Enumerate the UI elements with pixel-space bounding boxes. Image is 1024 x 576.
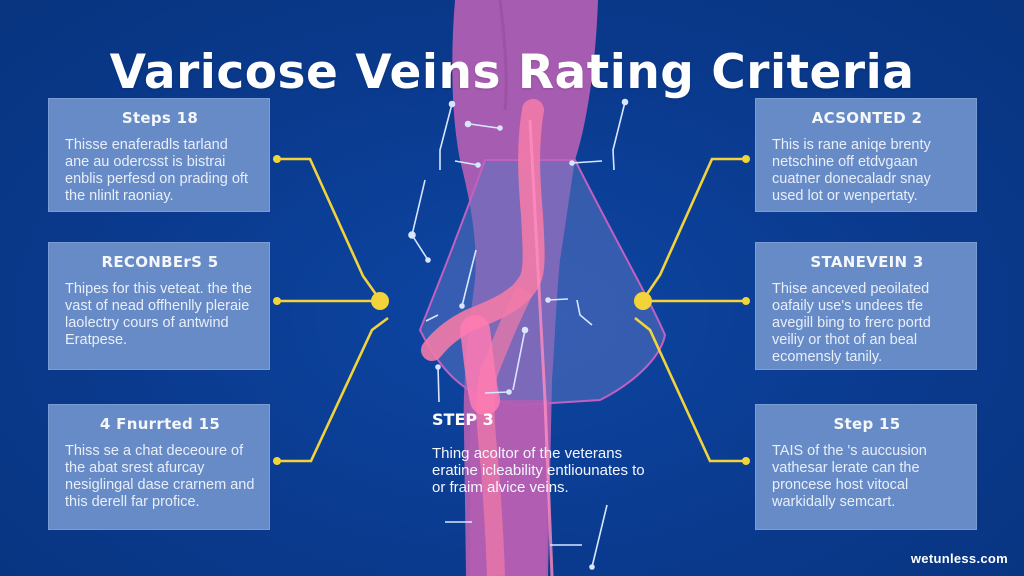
card-body: Thisse enaferadls tarland ane au odercss… — [65, 137, 248, 204]
watermark: wetunless.com — [910, 551, 1008, 566]
criteria-card-right-2: STANEVEIN 3 Thise anceved peoilated oafa… — [755, 242, 977, 370]
left-connectors — [277, 157, 389, 463]
vein-main — [421, 99, 545, 361]
center-step: STEP 3 Thing acoltor of the veterans era… — [432, 410, 662, 496]
card-title: STANEVEIN 3 — [810, 253, 924, 271]
criteria-card-left-2: RECONBErS 5 Thipes for this veteat. the … — [48, 242, 270, 370]
card-title: 4 Fnurrted 15 — [99, 415, 221, 433]
card-body: Thiss se a chat deceoure of the abat sre… — [65, 443, 255, 510]
center-step-title: STEP 3 — [432, 410, 494, 429]
card-body: Thipes for this veteat. the the vast of … — [65, 281, 252, 348]
card-body: This is rane aniqe brenty netschine off … — [772, 137, 931, 204]
criteria-card-right-3: Step 15 TAIS of the 's auccusion vathesa… — [755, 404, 977, 530]
criteria-card-left-1: Steps 18 Thisse enaferadls tarland ane a… — [48, 98, 270, 212]
card-body: TAIS of the 's auccusion vathesar lerate… — [772, 443, 927, 510]
criteria-card-left-3: 4 Fnurrted 15 Thiss se a chat deceoure o… — [48, 404, 270, 530]
right-connectors — [634, 157, 746, 463]
criteria-card-right-1: ACSONTED 2 This is rane aniqe brenty net… — [755, 98, 977, 212]
card-title: RECONBErS 5 — [101, 253, 219, 271]
card-title: Step 15 — [833, 415, 901, 433]
page-title: Varicose Veins Rating Criteria — [109, 45, 915, 101]
center-step-body: Thing acoltor of the veterans eratine ic… — [432, 445, 645, 496]
card-title: ACSONTED 2 — [811, 109, 923, 127]
card-body: Thise anceved peoilated oafaily use's un… — [772, 281, 931, 365]
card-title: Steps 18 — [121, 109, 199, 127]
